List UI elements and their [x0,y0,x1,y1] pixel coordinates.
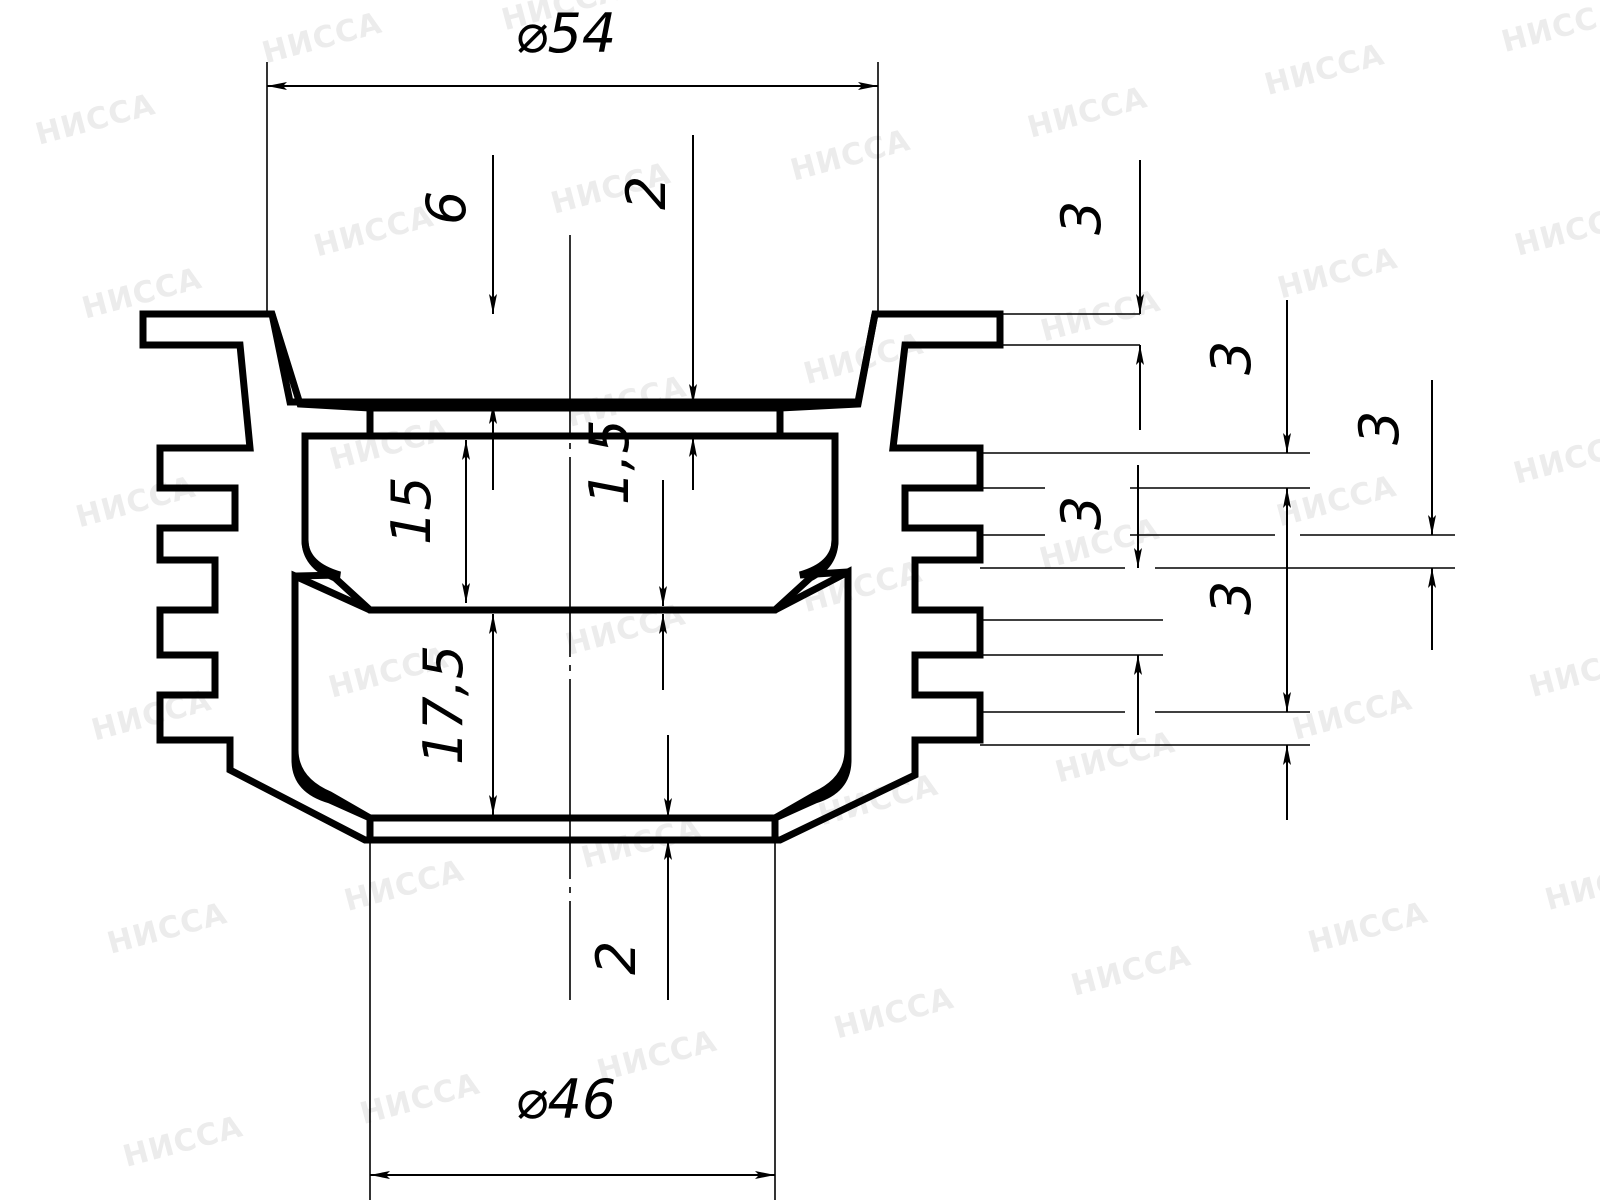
dim-upper-chamber: 15 [380,440,470,603]
dim-flange-thickness: 3 [1050,160,1144,430]
watermark: НИССА [1261,37,1388,103]
dim-bottom-lip: 2 [585,735,672,1000]
watermark: НИССА [830,981,957,1047]
watermark: НИССА [104,896,231,962]
right-extension-lines [980,313,1455,746]
top-recess-outline [268,313,879,406]
dim-outer-diameter: ⌀54 [266,2,879,314]
watermark: НИССА [815,768,942,834]
watermark: НИССА [119,1109,246,1175]
svg-text:⌀54: ⌀54 [515,2,616,65]
watermark: НИССА [1289,682,1416,748]
svg-text:15: 15 [380,476,443,545]
watermark: НИССА [258,6,385,72]
svg-text:6: 6 [415,191,478,225]
watermark: НИССА [356,1066,483,1132]
watermark: НИССА [1037,284,1164,350]
dim-inner-step: 1,5 [578,419,667,690]
watermark: НИССА [1273,469,1400,535]
dim-rib-pitch-right: 3 [1348,380,1436,650]
watermark: НИССА [1274,241,1401,307]
watermark: НИССА [32,87,159,153]
watermark: НИССА [787,123,914,189]
watermark: НИССА [1304,895,1431,961]
dim-bottom-diameter: ⌀46 [369,840,776,1200]
watermark: НИССА [1067,938,1194,1004]
svg-text:3: 3 [1050,496,1113,530]
watermark: НИССА [1498,0,1600,60]
svg-text:3: 3 [1200,581,1263,615]
dim-rib-offset: 3 [1200,300,1291,820]
svg-text:⌀46: ⌀46 [515,1068,616,1131]
watermark: НИССА [326,412,453,478]
svg-text:2: 2 [615,176,678,210]
watermark: НИССА [1526,639,1600,705]
watermark: НИССА [1052,725,1179,791]
top-lip [366,404,784,440]
bottom-lip [366,814,779,844]
svg-text:3: 3 [1348,411,1411,445]
lower-chamber-outline [291,566,852,822]
svg-text:3: 3 [1050,201,1113,235]
svg-text:3: 3 [1200,341,1263,375]
dim-rib-gap: 3 [1200,581,1263,615]
svg-text:2: 2 [585,941,648,975]
dim-top-recess-depth: 6 [415,155,497,490]
dim-rib-thickness: 3 [1050,465,1142,735]
watermark: НИССА [1511,198,1600,264]
watermark: НИССА [1024,80,1151,146]
dim-top-lip-height: 2 [615,135,697,490]
svg-text:17,5: 17,5 [412,645,475,765]
watermark: НИССА [341,853,468,919]
watermark: НИССА [1541,852,1600,918]
svg-text:1,5: 1,5 [578,419,641,505]
dim-lower-chamber: 17,5 [412,614,497,815]
watermark: НИССА [1510,426,1600,492]
